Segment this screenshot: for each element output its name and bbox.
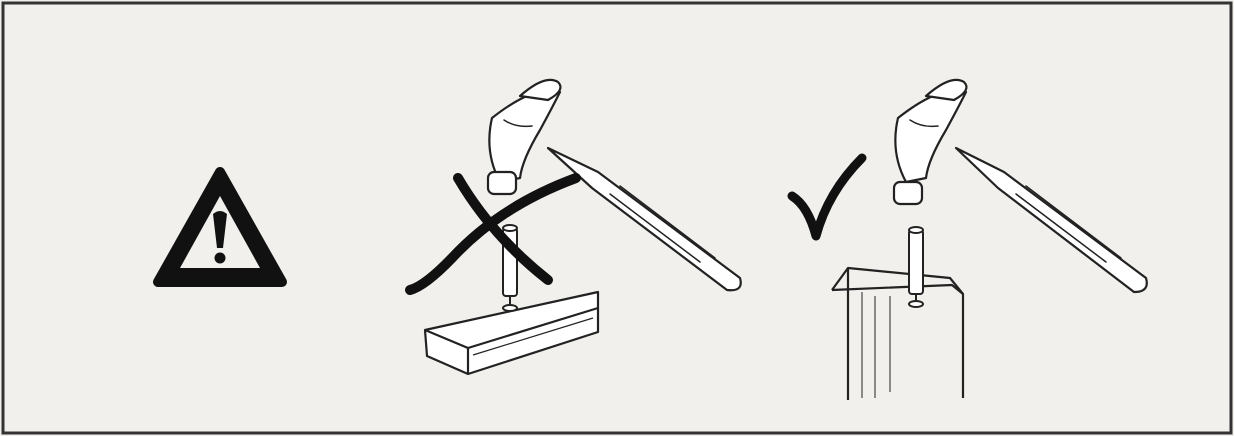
hammer bbox=[894, 80, 1147, 292]
correct-example bbox=[792, 80, 1147, 400]
warning-triangle-icon bbox=[158, 172, 282, 282]
nail bbox=[909, 227, 923, 307]
checkmark-icon bbox=[792, 158, 862, 236]
incorrect-example bbox=[410, 80, 741, 374]
board bbox=[832, 268, 963, 400]
